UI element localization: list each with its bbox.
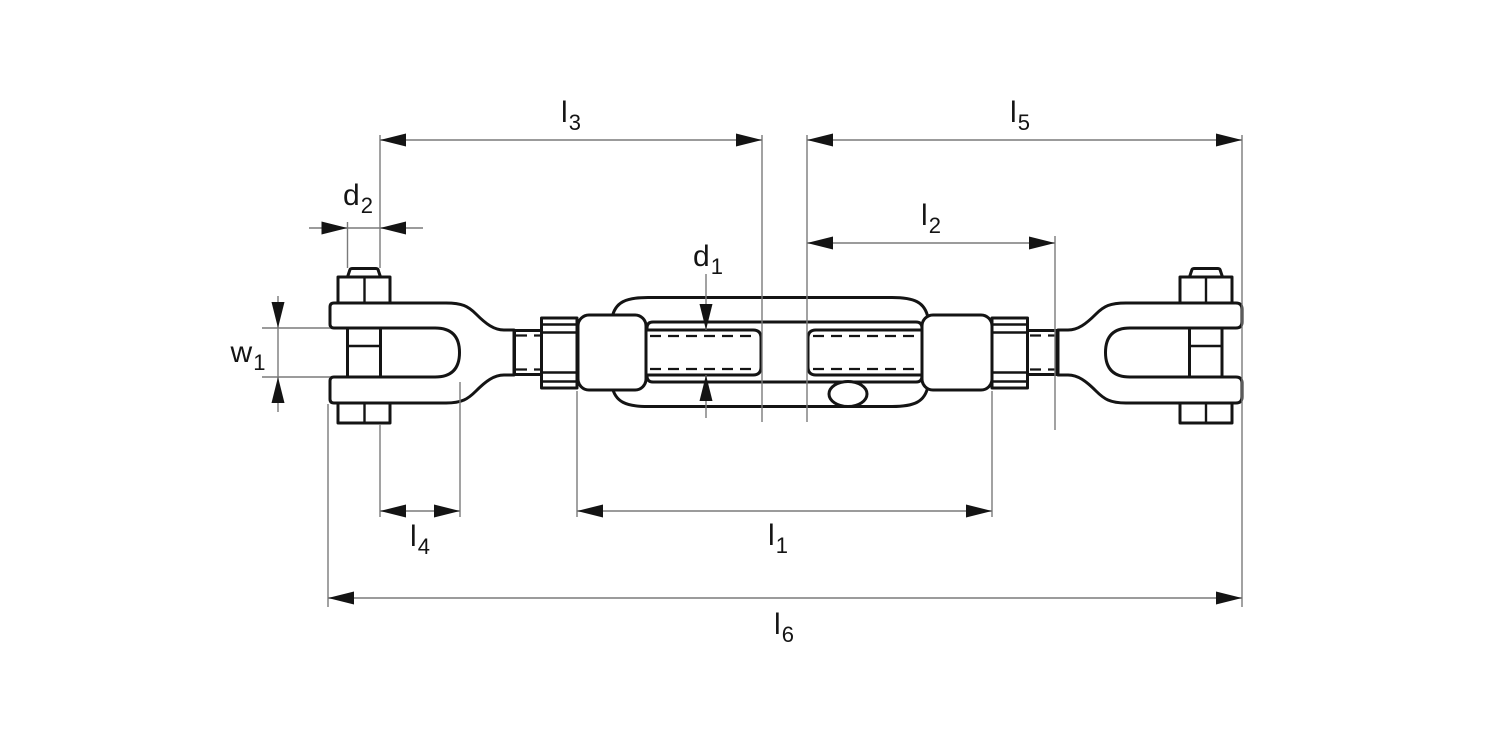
left-jam-nut xyxy=(540,316,579,390)
dim-l3 xyxy=(380,133,762,147)
dim-label-d2-sub: 2 xyxy=(360,193,373,218)
dim-label-l6-sub: 6 xyxy=(781,622,794,647)
dim-label-l4-base: l xyxy=(410,520,417,553)
right-rod-exposed xyxy=(1026,329,1059,376)
right-jam-nut xyxy=(990,316,1029,390)
body-hole xyxy=(827,380,869,408)
dim-l4 xyxy=(380,504,460,518)
jam-nuts xyxy=(540,316,1029,390)
dim-label-l6-base: l xyxy=(774,608,781,641)
right-pin-bolt xyxy=(1178,267,1234,425)
dim-l5 xyxy=(807,133,1242,147)
dim-label-l5-base: l xyxy=(1010,96,1017,129)
right-hub xyxy=(920,313,994,392)
dim-l6 xyxy=(328,591,1242,605)
dim-d1 xyxy=(699,274,713,418)
dim-label-l1-sub: 1 xyxy=(775,533,788,558)
dim-l2 xyxy=(807,236,1055,250)
dim-label-d1-base: d xyxy=(693,240,710,273)
turnbuckle-body xyxy=(576,296,994,408)
dim-label-l3-base: l xyxy=(561,96,568,129)
left-hub xyxy=(576,313,648,392)
right-bolt-cap xyxy=(1188,267,1224,279)
left-rod-inner xyxy=(643,328,763,377)
dim-label-l5-sub: 5 xyxy=(1017,110,1030,135)
dim-l1 xyxy=(577,504,992,518)
dim-d2 xyxy=(309,221,423,235)
dim-label-w1-base: w xyxy=(230,336,253,369)
right-rod-inner xyxy=(806,328,926,377)
dim-label-d1-sub: 1 xyxy=(710,254,723,279)
dimension-lines xyxy=(262,133,1243,607)
left-bolt-shank xyxy=(346,326,382,379)
left-bolt-cap xyxy=(346,267,382,279)
right-bolt-shank xyxy=(1188,326,1224,379)
dim-label-l1-base: l xyxy=(768,519,775,552)
dim-label-d2-base: d xyxy=(343,179,360,212)
dim-label-l2-sub: 2 xyxy=(928,213,941,238)
dim-label-w1-sub: 1 xyxy=(253,350,266,375)
dim-w1 xyxy=(271,296,285,412)
dim-label-l3-sub: 3 xyxy=(568,110,581,135)
dim-label-l2-base: l xyxy=(921,199,928,232)
dim-label-l4-sub: 4 xyxy=(417,534,430,559)
left-pin-bolt xyxy=(336,267,392,425)
left-rod-exposed xyxy=(513,329,543,376)
